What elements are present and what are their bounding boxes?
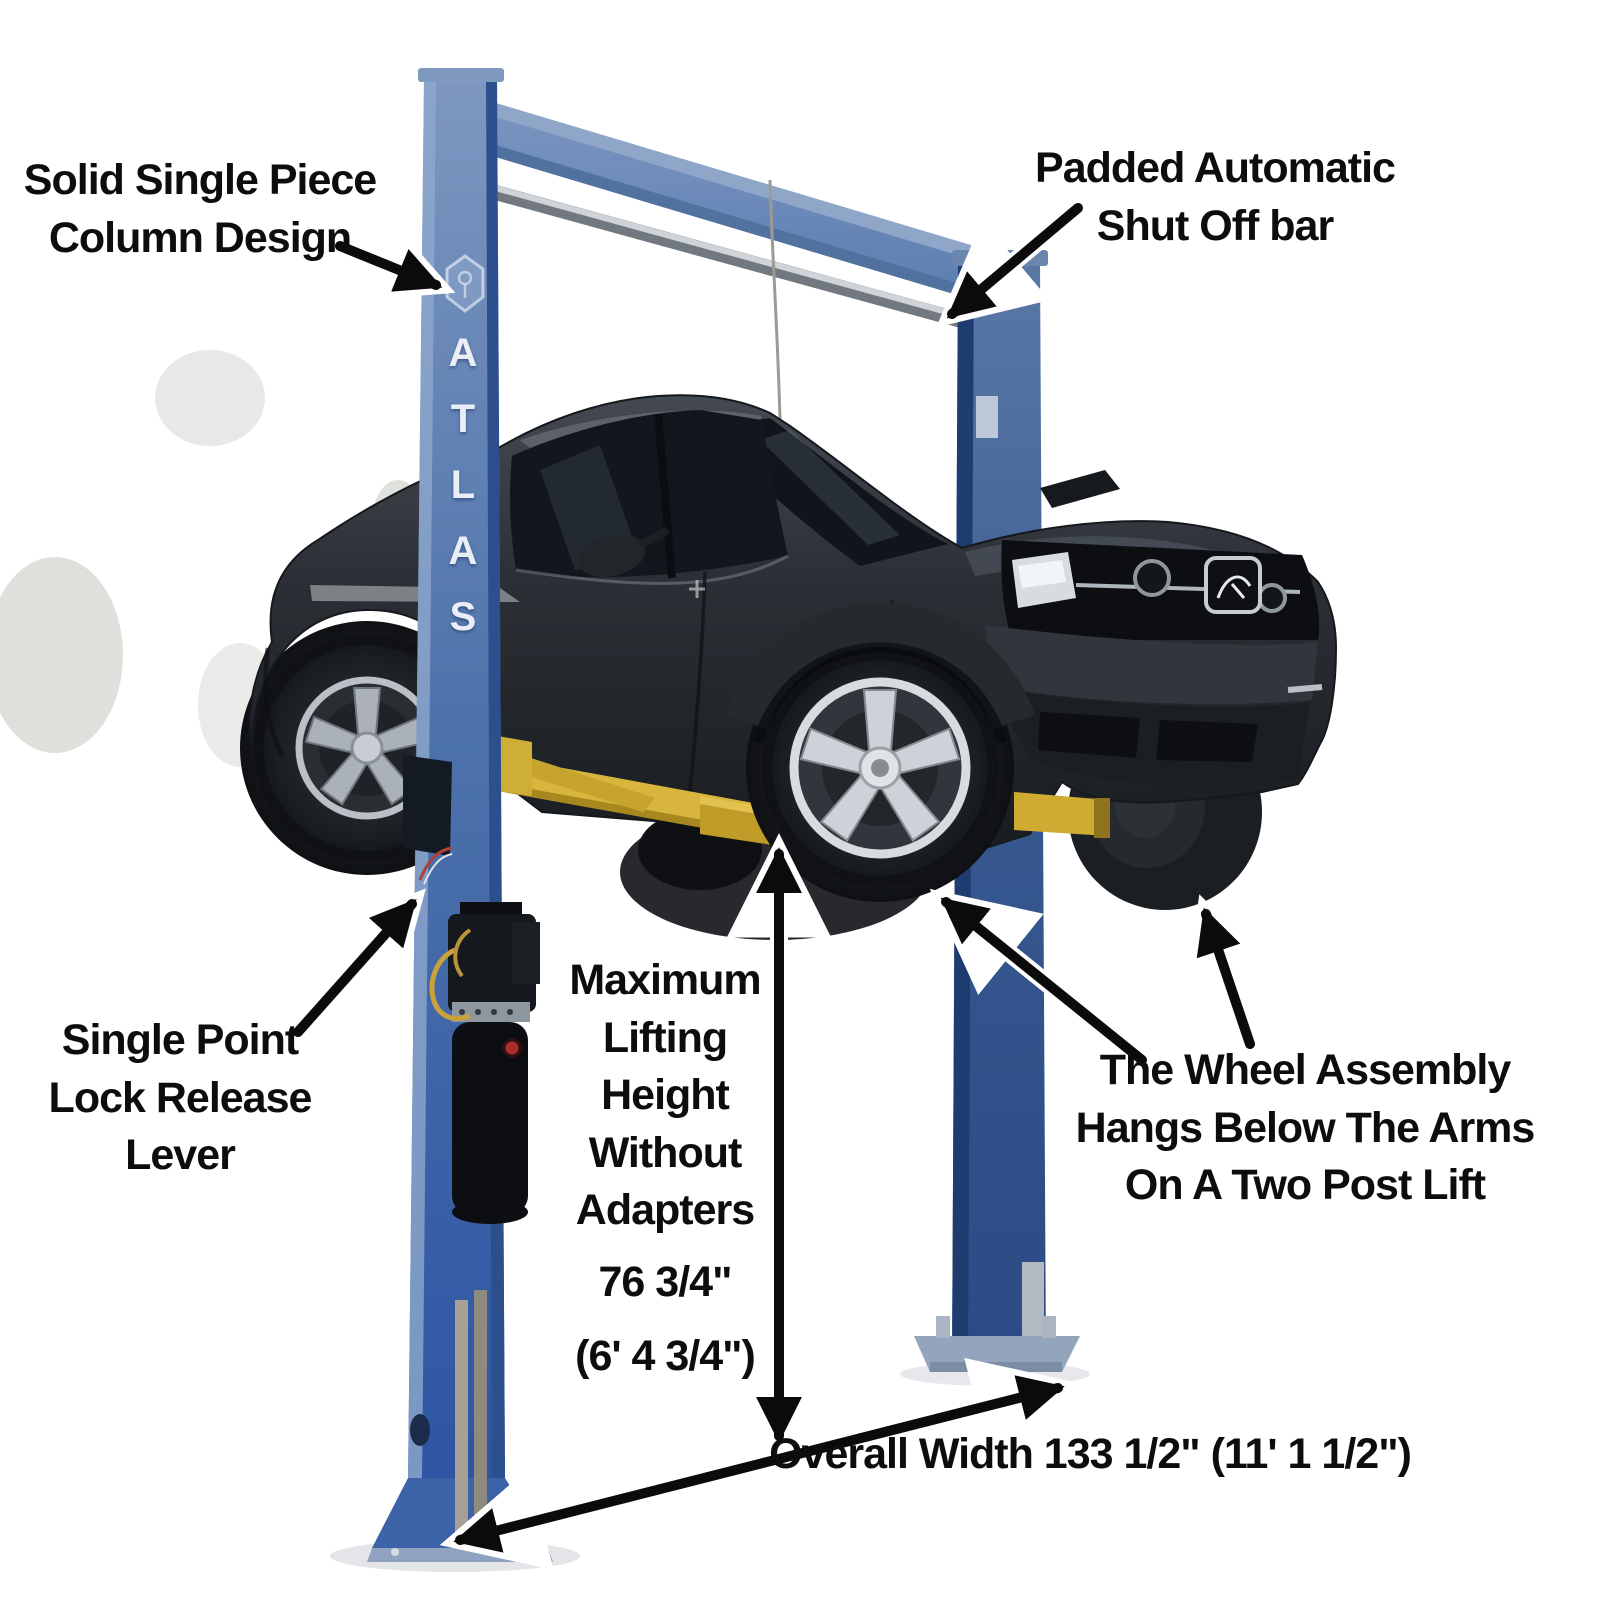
side-mirror	[578, 534, 646, 578]
b-pillar	[654, 413, 676, 579]
front-bumper	[985, 625, 1318, 705]
column-design-arrow	[331, 205, 456, 302]
wheel-assembly-label: The Wheel Assembly Hangs Below The Arms …	[1075, 1046, 1536, 1210]
right-lift-arm	[1014, 792, 1108, 836]
lock-release-arrow	[289, 888, 426, 1041]
max-lift-height-value: 76 3/4"	[598, 1258, 733, 1307]
left-column	[367, 68, 553, 1562]
shutoff-bar	[464, 178, 1004, 338]
brand-letter: A	[448, 331, 478, 375]
arm-brace	[496, 748, 655, 812]
shutoff-bar-arrow	[936, 199, 1087, 328]
column-design-label: Solid Single Piece Column Design	[23, 156, 377, 262]
hood-scoop	[1040, 470, 1120, 508]
front-air-dam	[992, 688, 1310, 787]
brand-letter: T	[450, 397, 476, 441]
pony-badge	[1204, 556, 1262, 614]
door-seam	[686, 571, 707, 813]
top-crossbeam	[432, 84, 1014, 312]
brand-letter: A	[448, 529, 478, 573]
overall-width-label: Overall Width 133 1/2" (11' 1 1/2")	[769, 1430, 1412, 1478]
car-body	[248, 394, 1338, 850]
wheel-assembly-arrow-left	[929, 888, 1151, 1069]
max-lift-height-text: Maximum Lifting Height Without Adapters	[569, 956, 761, 1235]
fog-lamp	[1133, 559, 1171, 597]
lock-release-label: Single Point Lock Release Lever	[48, 1016, 313, 1180]
overall-width-dimension-arrow	[439, 1357, 1079, 1571]
front-fender-arch	[725, 602, 1035, 744]
lock-release-lever	[403, 755, 452, 856]
door-emblem	[689, 580, 705, 598]
brand-letter: S	[449, 595, 477, 639]
max-lift-height-label: Maximum Lifting Height Without Adapters …	[530, 952, 800, 1385]
brand-letter: L	[450, 463, 476, 507]
wheel-assembly-arrow-right	[1183, 894, 1283, 1053]
max-lift-height-value-alt: (6' 4 3/4")	[575, 1331, 756, 1380]
hydraulic-hose	[429, 947, 471, 1021]
side-window	[509, 410, 788, 578]
lift-arms	[492, 735, 1110, 848]
shutoff-bar-label: Padded Automatic Shut Off bar	[1035, 144, 1396, 250]
atlas-brand-vertical: A T L A S	[441, 331, 485, 640]
hydraulic-power-unit	[429, 902, 540, 1224]
power-button	[502, 1038, 522, 1058]
